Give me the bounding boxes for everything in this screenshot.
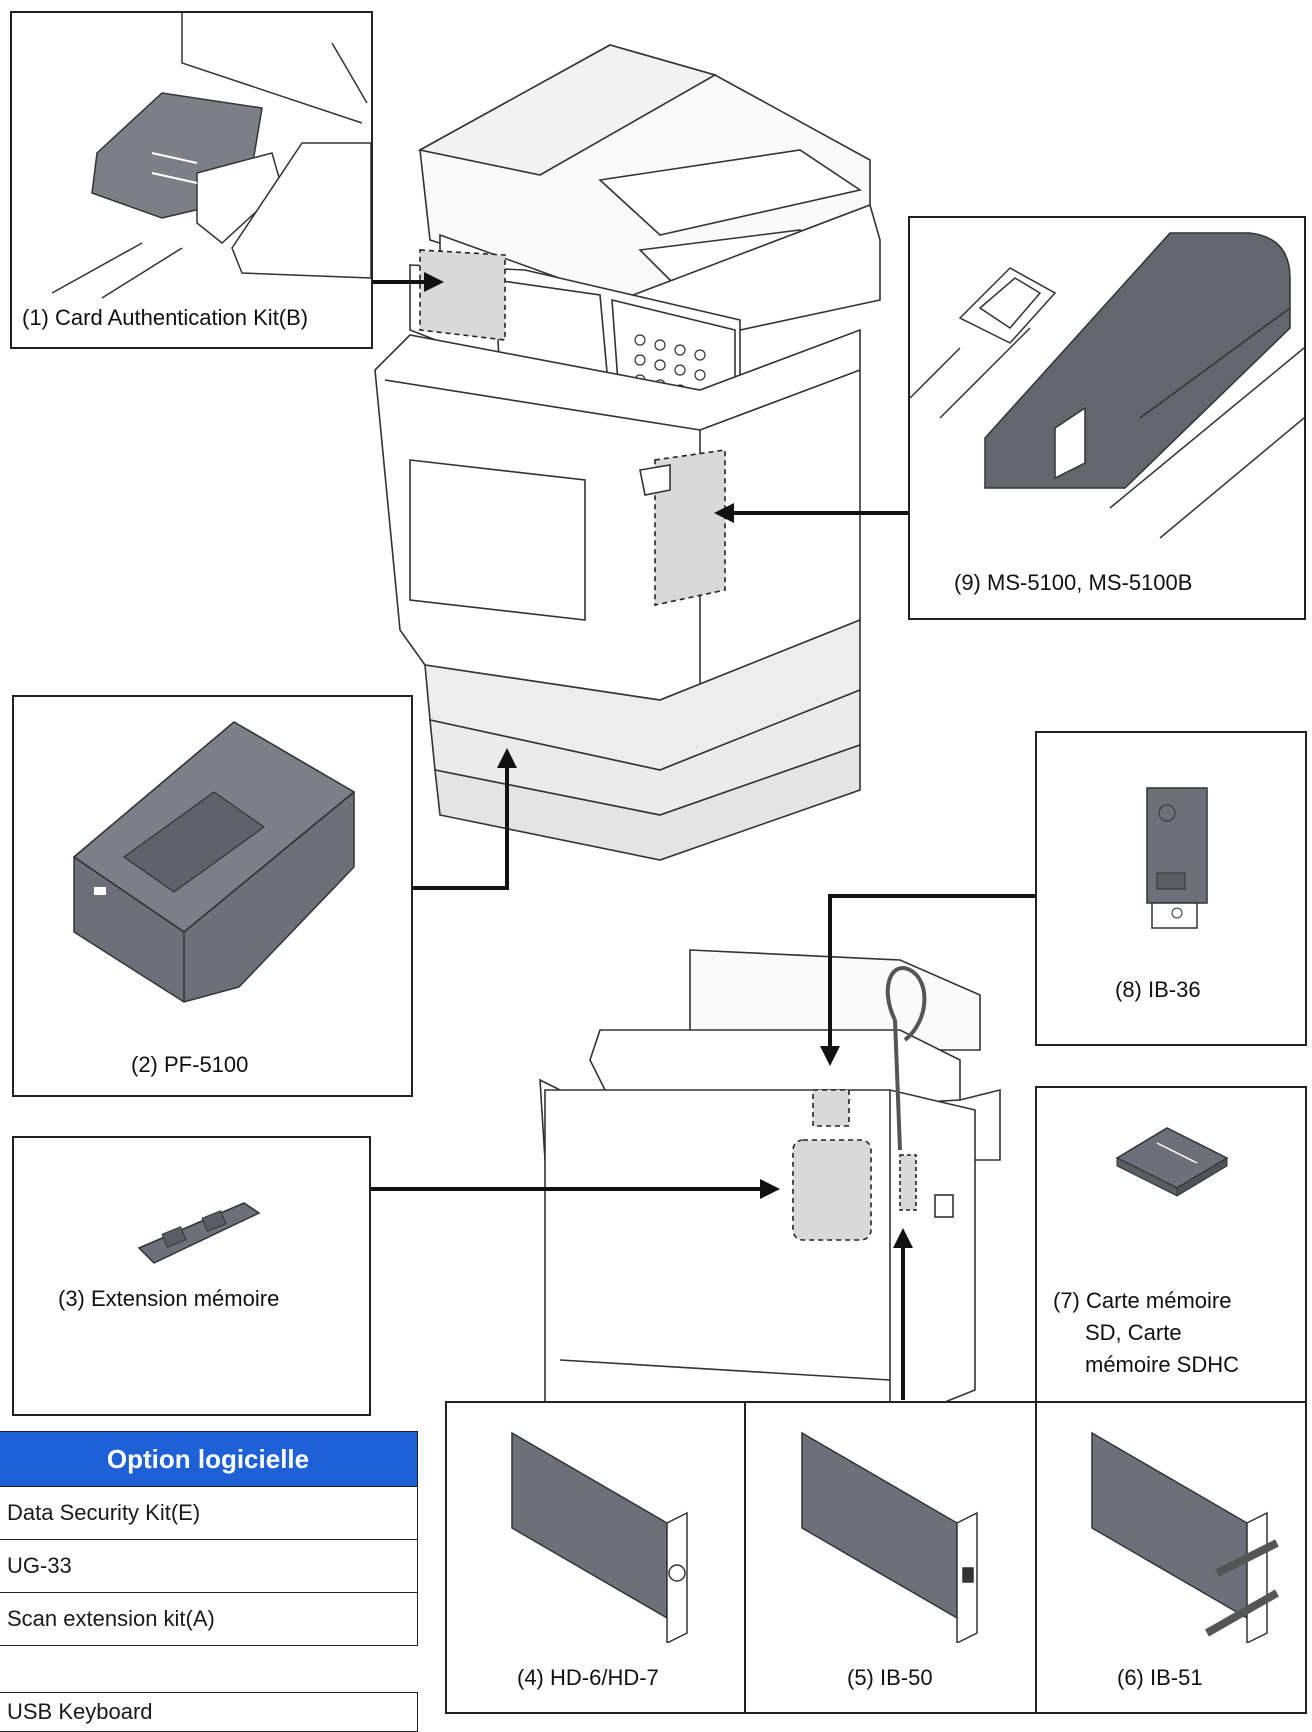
ib-36-box: (8) IB-36 [1035, 731, 1307, 1046]
card-auth-kit-label: (1) Card Authentication Kit(B) [22, 305, 309, 330]
pf-5100-box: (2) PF-5100 [12, 695, 413, 1097]
ib-36-label: (8) IB-36 [1115, 977, 1201, 1002]
ms-5100-illustration [910, 232, 1304, 548]
sd-card-box: (7) Carte mémoire SD, Carte mémoire SDHC [1035, 1086, 1307, 1405]
memory-extension-label: (3) Extension mémoire [58, 1286, 280, 1311]
memory-extension-box: (3) Extension mémoire [12, 1136, 371, 1416]
mfp-rear-illustration [539, 949, 1001, 1421]
software-options-header: Option logicielle [0, 1432, 417, 1487]
card-auth-kit-illustration [12, 13, 371, 303]
pf-5100-illustration [72, 721, 356, 1003]
software-options-table: Option logicielle Data Security Kit(E) U… [0, 1431, 418, 1646]
ib-51-label: (6) IB-51 [1117, 1665, 1203, 1690]
software-option-row: Data Security Kit(E) [0, 1487, 417, 1540]
software-option-row: UG-33 [0, 1540, 417, 1593]
ms-5100-box: (9) MS-5100, MS-5100B [908, 216, 1306, 620]
sd-card-illustration [1115, 1127, 1229, 1197]
sd-card-label-line1: (7) Carte mémoire [1053, 1288, 1232, 1313]
pf-5100-label: (2) PF-5100 [131, 1052, 249, 1077]
usb-keyboard-box: USB Keyboard [0, 1692, 418, 1732]
memory-module-illustration [137, 1202, 261, 1264]
connector-arrows [371, 272, 1035, 1400]
ms-5100-label: (9) MS-5100, MS-5100B [954, 570, 1193, 595]
expansion-cards-illustration [511, 1431, 1279, 1643]
mfp-front-illustration [374, 44, 881, 861]
ib-36-illustration [1146, 787, 1208, 929]
option-cards-group: (4) HD-6/HD-7 (5) IB-50 (6) IB-51 [445, 1401, 1307, 1714]
sd-card-label-line3: mémoire SDHC [1085, 1352, 1240, 1377]
card-auth-kit-box: (1) Card Authentication Kit(B) [10, 11, 373, 349]
hd-6-label: (4) HD-6/HD-7 [517, 1665, 659, 1690]
sd-card-label-line2: SD, Carte [1085, 1320, 1182, 1345]
ib-50-label: (5) IB-50 [847, 1665, 933, 1690]
software-option-row: Scan extension kit(A) [7, 1606, 215, 1631]
